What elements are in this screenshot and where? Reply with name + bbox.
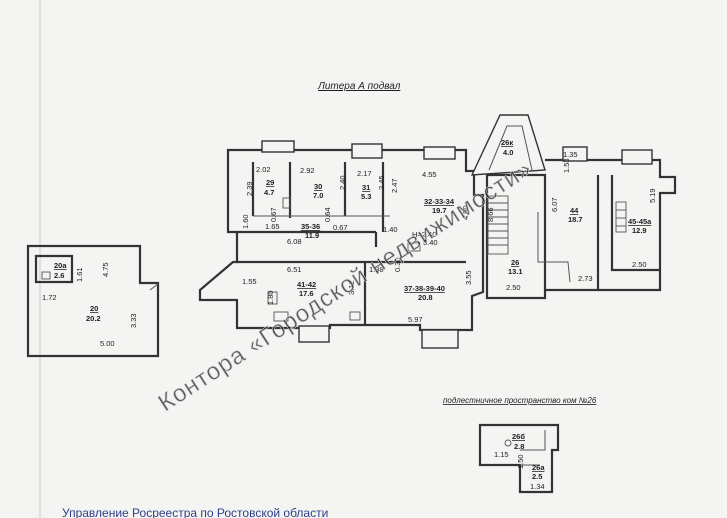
dimension-label: 0.64 [323,207,332,222]
dimension-label: 2.02 [256,165,271,174]
dimension-label: 1.72 [42,293,57,302]
dimension-label: 1.15 [494,450,509,459]
dimension-label: 5.97 [408,315,423,324]
dimension-label: 6.51 [287,265,302,274]
dimension-label: 1.55 [242,277,257,286]
room-area: 2.6 [54,271,64,280]
underfloor-caption: подлестничное пространство ком №26 [443,396,597,405]
dimension-label: 5.00 [100,339,115,348]
dimension-label: 2.73 [578,274,593,283]
main-building-walls [198,148,677,332]
room-area: 18.7 [568,215,583,224]
room-area: 20.2 [86,314,101,323]
room-area: 4.7 [264,188,274,197]
footer-text: Управление Росреестра по Ростовской обла… [62,506,328,518]
room-number: 44 [570,206,579,215]
dimension-label: 2.17 [357,169,372,178]
dimension-label: 2.47 [390,178,399,193]
dimension-label: 1.34 [530,482,545,491]
dimension-label: 3.33 [129,313,138,328]
room-area: 5.3 [361,192,371,201]
dimension-label: 2.39 [245,181,254,196]
dimension-label: 2.45 [377,175,386,190]
dimension-labels: 2.02 2.92 2.17 4.55 2.39 2.40 2.45 2.47 … [42,150,657,491]
room-number: 35-36 [301,222,320,231]
dimension-label: 0.67 [333,223,348,232]
dimension-label: 8.66 [486,207,495,222]
room-number: 26а [532,463,545,472]
dimension-label: 2.50 [632,260,647,269]
dimension-label: 4.90 [461,205,470,220]
room-area: 17.6 [299,289,314,298]
dimension-label: 5.40 [423,238,438,247]
room-number: 20а [54,261,67,270]
annex-room-20 [26,244,160,358]
stair-hatching [487,195,627,255]
dimension-label: 4.55 [422,170,437,179]
dimension-label: 2.50 [506,283,521,292]
room-number: 32-33-34 [424,197,455,206]
dimension-label: 1.35 [563,150,578,159]
room-number: 26б [512,432,525,441]
room-labels: 29 4.7 30 7.0 31 5.3 32-33-34 19.7 35-36… [54,138,652,481]
room-number: 41-42 [297,280,316,289]
window-wells [261,114,653,349]
plan-title: Литера А подвал [317,81,401,92]
dimension-label: 1.38 [369,265,384,274]
dimension-label: 1.50 [516,454,525,469]
dimension-label: 3.12 [347,280,356,295]
dimension-label: 5.19 [648,188,657,203]
dimension-label: 2.40 [338,175,347,190]
room-area: 12.9 [632,226,647,235]
dimension-label: 6.08 [287,237,302,246]
room-area: 11.9 [305,231,319,240]
room-area: 20.8 [418,293,433,302]
dimension-label: 1.61 [75,267,84,282]
dimension-label: 2.92 [300,166,315,175]
room-area: 19.7 [432,206,447,215]
room-area: 2.8 [514,442,524,451]
room-area: 4.0 [503,148,513,157]
room-number: 37-38-39-40 [404,284,445,293]
room-number: 30 [314,182,322,191]
dimension-label: 6.07 [550,197,559,212]
room-number: 20 [90,304,98,313]
dimension-label: 1.65 [265,222,280,231]
room-area: 7.0 [313,191,323,200]
ceiling-height-label: H=2.40 [412,230,436,239]
dimension-label: 1.80 [266,290,275,305]
room-number: 45-45а [628,217,652,226]
dimension-label: 0.30 [393,257,402,272]
dimension-label: 1.60 [241,214,250,229]
room-number: 26к [501,138,513,147]
dimension-label: 4.75 [101,262,110,277]
dimension-label: 0.67 [269,207,278,222]
dimension-label: 3.55 [464,270,473,285]
room-area: 13.1 [508,267,523,276]
room-area: 2.5 [532,472,542,481]
room-number: 31 [362,183,370,192]
underfloor-plan [478,423,560,494]
dimension-label: 1.53 [562,158,571,173]
room-number: 29 [266,178,274,187]
room-number: 26 [511,258,519,267]
dimension-label: 1.40 [383,225,398,234]
sanitary-fixtures [267,197,421,322]
